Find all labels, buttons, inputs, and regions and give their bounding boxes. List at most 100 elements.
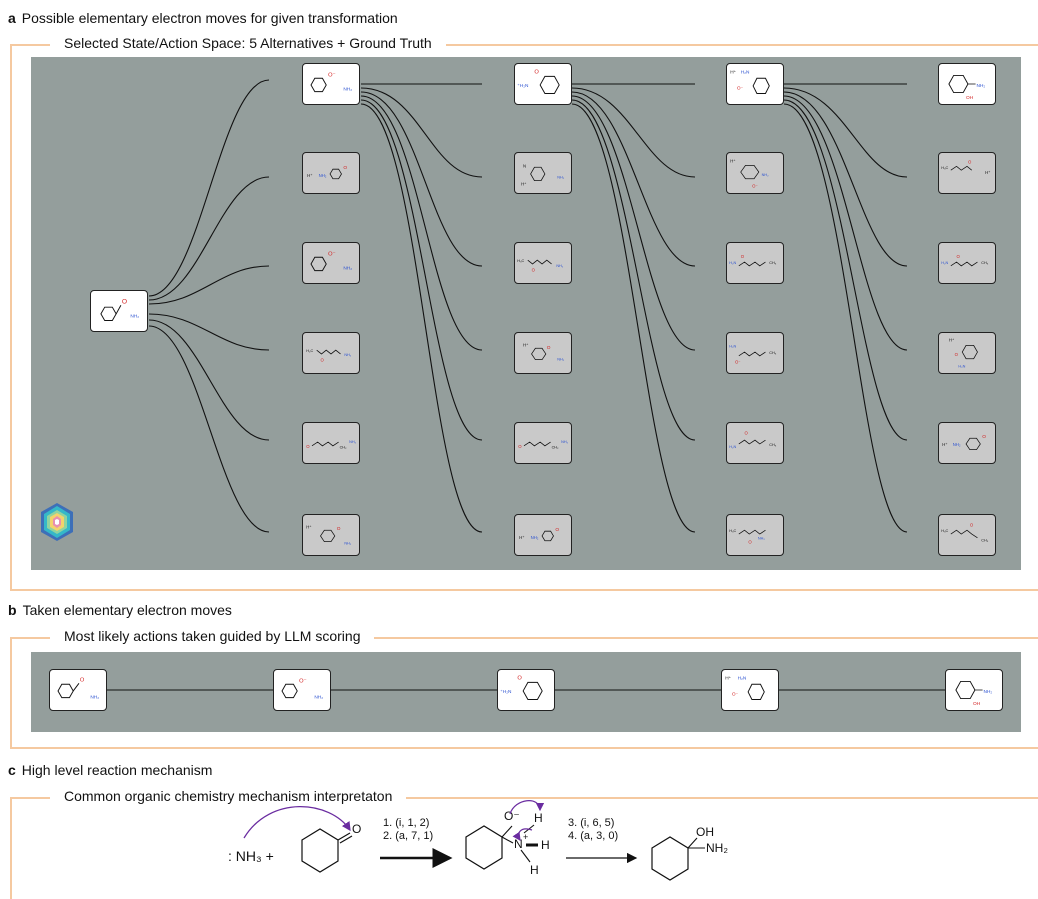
svg-text:NH₂: NH₂	[343, 266, 352, 272]
col4-alt-node-5[interactable]: H₃C O CH₃	[938, 514, 996, 556]
start-molecule-node[interactable]: O NH₂	[90, 290, 148, 332]
taken-node-1[interactable]: O NH₂	[49, 669, 107, 711]
col2-main-node[interactable]: O ⁺H₂N	[514, 63, 572, 105]
col4-alt-node-4[interactable]: H⁺ NH₂ O	[938, 422, 996, 464]
svg-text:OH: OH	[696, 825, 714, 839]
svg-text:O⁻: O⁻	[737, 86, 744, 92]
svg-text:4. (a, 3, 0): 4. (a, 3, 0)	[568, 830, 618, 842]
svg-text:O⁻: O⁻	[328, 72, 335, 78]
taken-node-5[interactable]: NH₂ OH	[945, 669, 1003, 711]
svg-text:H₂N: H₂N	[941, 261, 948, 265]
svg-text:NH₂: NH₂	[762, 173, 769, 177]
col3-alt-node-5[interactable]: H₃C O NH₂	[726, 514, 784, 556]
taken-node-2[interactable]: O⁻ NH₂	[273, 669, 331, 711]
svg-text:CH₃: CH₃	[769, 261, 776, 265]
panel-a-subtitle: Selected State/Action Space: 5 Alternati…	[50, 35, 446, 51]
svg-text:H⁺: H⁺	[523, 342, 528, 347]
svg-text:H₃C: H₃C	[517, 259, 524, 263]
svg-text:H⁺: H⁺	[306, 524, 311, 529]
svg-text:H⁺: H⁺	[725, 676, 731, 682]
curved-arrow-icon	[243, 806, 351, 839]
cyclohexanone-ring	[301, 828, 339, 873]
svg-text:NH₂: NH₂	[344, 542, 351, 546]
svg-text:H⁺: H⁺	[307, 173, 312, 178]
amine-label: NH₂	[130, 314, 139, 320]
svg-text:CH₃: CH₃	[769, 351, 776, 355]
svg-text:O⁻: O⁻	[504, 809, 520, 823]
svg-text:H₂C: H₂C	[306, 349, 313, 353]
svg-text:H⁺: H⁺	[521, 181, 526, 186]
panel-c-frame	[10, 797, 1038, 899]
svg-text:O: O	[555, 527, 559, 533]
col2-alt-node-5[interactable]: H⁺ NH₂ O	[514, 514, 572, 556]
intermediate-ring	[465, 825, 503, 870]
col2-alt-node-3[interactable]: H⁺ O NH₂	[514, 332, 572, 374]
svg-text:H⁺: H⁺	[519, 535, 524, 540]
col2-alt-node-1[interactable]: N H⁺ NH₂	[514, 152, 572, 194]
svg-text:H: H	[541, 838, 550, 852]
col4-alt-node-1[interactable]: H₃C O H⁺	[938, 152, 996, 194]
svg-text:O: O	[745, 430, 749, 435]
svg-text:H₂N: H₂N	[958, 364, 965, 368]
col4-main-node[interactable]: NH₂ OH	[938, 63, 996, 105]
col3-alt-node-4[interactable]: O H₂N CH₃	[726, 422, 784, 464]
svg-text:NH₂: NH₂	[557, 358, 564, 362]
svg-text:H₂N: H₂N	[729, 344, 736, 348]
state-space-canvas	[31, 57, 1021, 570]
svg-text:O⁻: O⁻	[735, 359, 741, 364]
curved-arrow-icon	[509, 800, 545, 815]
svg-text:H₂N: H₂N	[738, 676, 747, 682]
svg-text:H₂N: H₂N	[729, 445, 736, 449]
col4-alt-node-2[interactable]: H₂N O CH₃	[938, 242, 996, 284]
hexagon-logo-icon	[41, 503, 73, 541]
svg-text:O: O	[955, 352, 959, 357]
col3-alt-node-2[interactable]: H₂N O CH₃	[726, 242, 784, 284]
svg-text:NH₂: NH₂	[953, 442, 961, 447]
svg-text:H⁺: H⁺	[949, 338, 954, 343]
svg-text:O: O	[306, 444, 310, 449]
svg-text:H⁺: H⁺	[730, 159, 735, 164]
col1-alt-node-1[interactable]: H⁺ NH₂ O	[302, 152, 360, 194]
svg-text:H₂N: H₂N	[741, 70, 750, 76]
svg-text:NH₂: NH₂	[561, 440, 568, 444]
svg-text:O⁻: O⁻	[752, 183, 758, 188]
col1-main-node[interactable]: O⁻ NH₂	[302, 63, 360, 105]
svg-text:N: N	[514, 837, 523, 851]
svg-text:NH₂: NH₂	[758, 537, 765, 541]
svg-text:O: O	[970, 522, 974, 527]
panel-b-subtitle: Most likely actions taken guided by LLM …	[50, 628, 375, 644]
panel-c-subtitle: Common organic chemistry mechanism inter…	[50, 788, 407, 804]
col3-alt-node-1[interactable]: H⁺ NH₂ O⁻	[726, 152, 784, 194]
svg-text:CH₃: CH₃	[769, 443, 776, 447]
col2-alt-node-2[interactable]: H₃C O NH₂	[514, 242, 572, 284]
svg-text:NH₂: NH₂	[977, 83, 986, 89]
col1-alt-node-2[interactable]: O⁻ NH₂	[302, 242, 360, 284]
svg-text:NH₂: NH₂	[314, 695, 323, 701]
taken-path-edges	[107, 689, 945, 691]
ammonia-reagent: : NH₃ +	[228, 848, 274, 864]
col3-main-node[interactable]: H⁺ H₂N O⁻	[726, 63, 784, 105]
svg-text:1. (i, 1, 2): 1. (i, 1, 2)	[383, 817, 429, 829]
svg-text:O: O	[518, 444, 522, 449]
svg-text:O: O	[532, 268, 536, 273]
col1-alt-node-3[interactable]: H₂C O NH₂	[302, 332, 360, 374]
svg-text:CH₂: CH₂	[340, 446, 347, 450]
svg-text:NH₂: NH₂	[349, 440, 356, 444]
svg-text:O: O	[80, 677, 85, 683]
svg-text:O: O	[741, 254, 745, 259]
taken-node-3[interactable]: O ⁺H₂N	[497, 669, 555, 711]
taken-node-4[interactable]: H⁺ H₂N O⁻	[721, 669, 779, 711]
col1-alt-node-4[interactable]: O CH₂ NH₂	[302, 422, 360, 464]
svg-text:NH₂: NH₂	[344, 353, 351, 357]
col1-alt-node-5[interactable]: H⁺ O NH₂	[302, 514, 360, 556]
svg-text:NH₂: NH₂	[556, 264, 563, 268]
svg-text:NH₂: NH₂	[706, 841, 728, 855]
svg-text:O: O	[517, 676, 522, 682]
col3-alt-node-3[interactable]: H₂N O⁻ CH₃	[726, 332, 784, 374]
svg-text:OH: OH	[973, 701, 981, 707]
col4-alt-node-3[interactable]: H⁺ O H₂N	[938, 332, 996, 374]
state-space-edges	[148, 79, 908, 533]
svg-text:OH: OH	[966, 95, 974, 101]
col2-alt-node-4[interactable]: O CH₂ NH₂	[514, 422, 572, 464]
